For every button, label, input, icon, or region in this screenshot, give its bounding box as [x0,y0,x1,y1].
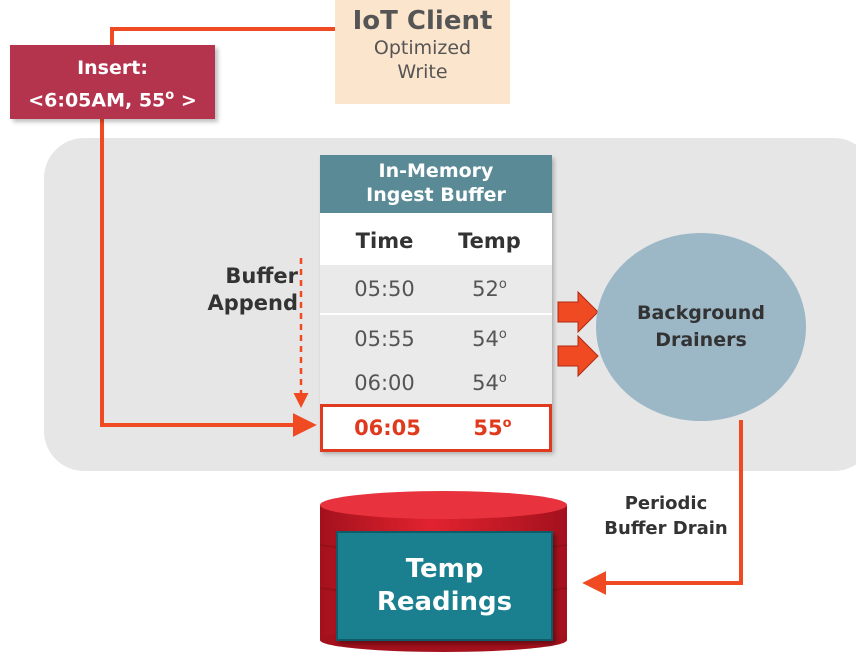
table-row-new-highlighted: 06:05 55o [320,404,552,452]
column-header-time: Time [355,229,414,253]
column-header-temp: Temp [458,229,521,253]
client-to-insert-line [110,27,335,45]
insert-value: <6:05AM, 55o > [28,88,197,112]
insert-to-buffer-arrow [100,119,317,437]
table-row: 06:00 54o [320,359,552,407]
iot-client-line1: Optimized [373,37,472,59]
buffer-append-label: Buffer Append [207,264,298,315]
background-drainers-node: Background Drainers [596,233,806,421]
iot-client-title: IoT Client [352,6,493,36]
insert-box: Insert: <6:05AM, 55o > [10,45,215,119]
periodic-drain-label: Periodic Buffer Drain [604,493,728,539]
iot-client-box: IoT Client Optimized Write [335,0,510,104]
iot-client-line2: Write [397,61,448,83]
drain-block-arrow-1 [557,290,599,334]
drainers-to-database-arrow [582,420,743,595]
drain-block-arrow-2 [557,334,599,378]
ingest-buffer-table: In-Memory Ingest Buffer Time Temp 05:50 … [320,155,552,452]
buffer-title: In-Memory Ingest Buffer [320,155,552,213]
insert-label: Insert: [77,57,148,79]
table-row: 05:55 54o [320,315,552,363]
table-header-row: Time Temp [320,217,552,265]
temp-readings-label: Temp Readings [336,531,553,641]
table-row: 05:50 52o [320,265,552,313]
